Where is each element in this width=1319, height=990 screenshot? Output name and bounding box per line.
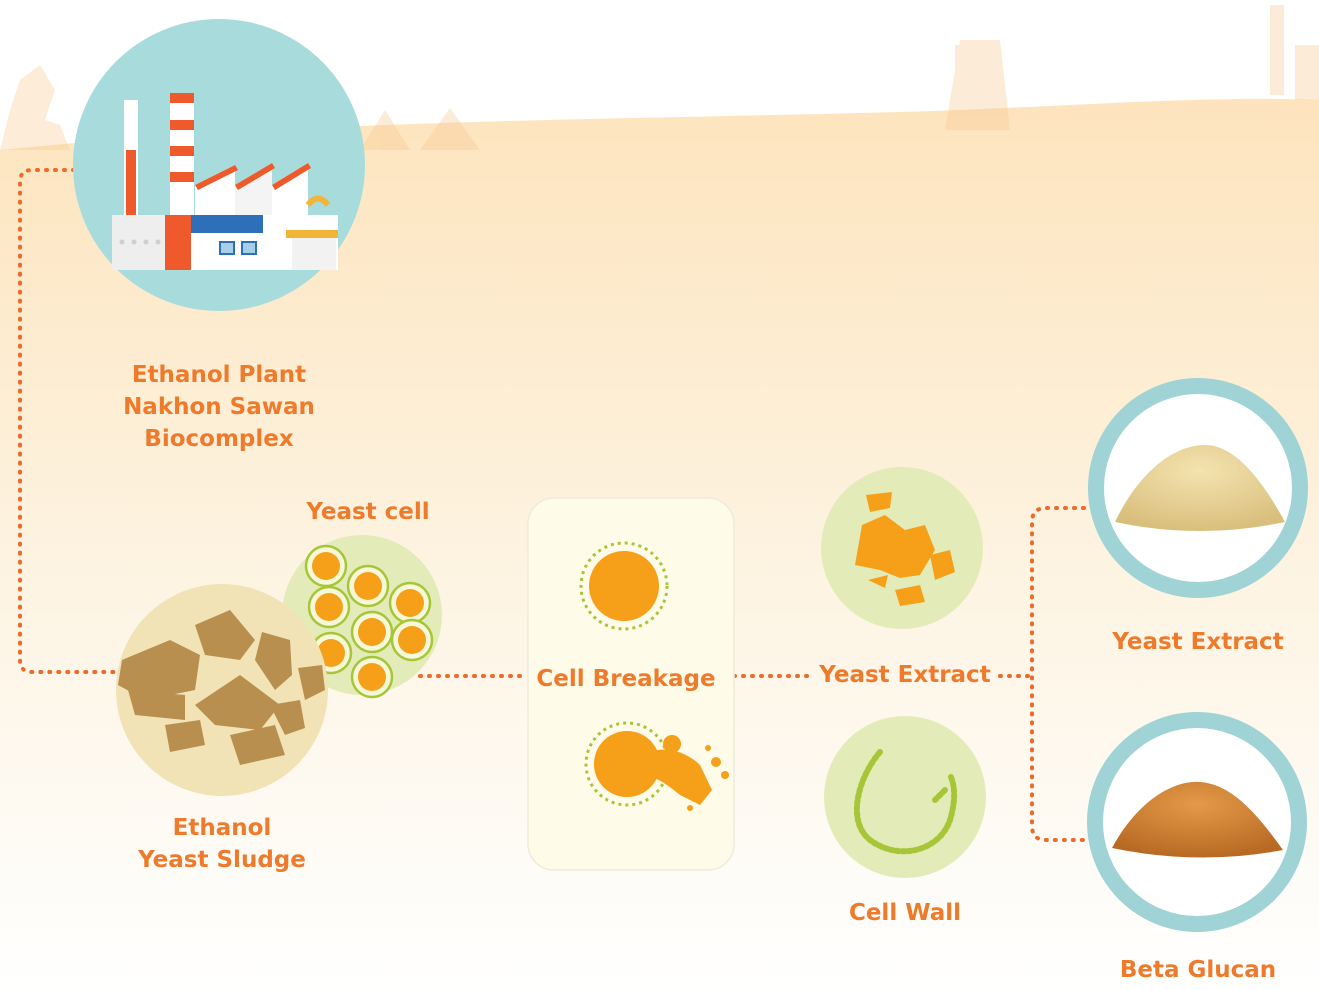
yeast-extract-product-node xyxy=(1096,386,1300,590)
cell-wall-stage-node xyxy=(824,716,986,878)
beta-glucan-product-label: Beta Glucan xyxy=(1103,954,1293,986)
yeast-extract-stage-node xyxy=(821,467,983,629)
yeast-sludge-node xyxy=(116,584,328,796)
yeast-cell-core xyxy=(358,618,386,646)
ethanol-plant-label: Ethanol Plant Nakhon Sawan Biocomplex xyxy=(119,359,319,455)
yeast-cell-core xyxy=(358,663,386,691)
yeast-cell-core xyxy=(315,593,343,621)
ethanol-plant-node xyxy=(73,19,365,311)
beta-glucan-product-node xyxy=(1095,720,1299,924)
yeast-sludge-label: Ethanol Yeast Sludge xyxy=(122,812,322,876)
yeast-extract-product-label: Yeast Extract xyxy=(1103,626,1293,658)
yeast-cell-core xyxy=(354,572,382,600)
yeast-cell-core xyxy=(312,552,340,580)
yeast-cell-label: Yeast cell xyxy=(298,496,438,528)
yeast-cell-core xyxy=(396,589,424,617)
yeast-extract-stage-label: Yeast Extract xyxy=(815,659,995,691)
cell-wall-label: Cell Wall xyxy=(835,897,975,929)
yeast-cell-core xyxy=(398,626,426,654)
cell-breakage-label: Cell Breakage xyxy=(531,663,721,695)
